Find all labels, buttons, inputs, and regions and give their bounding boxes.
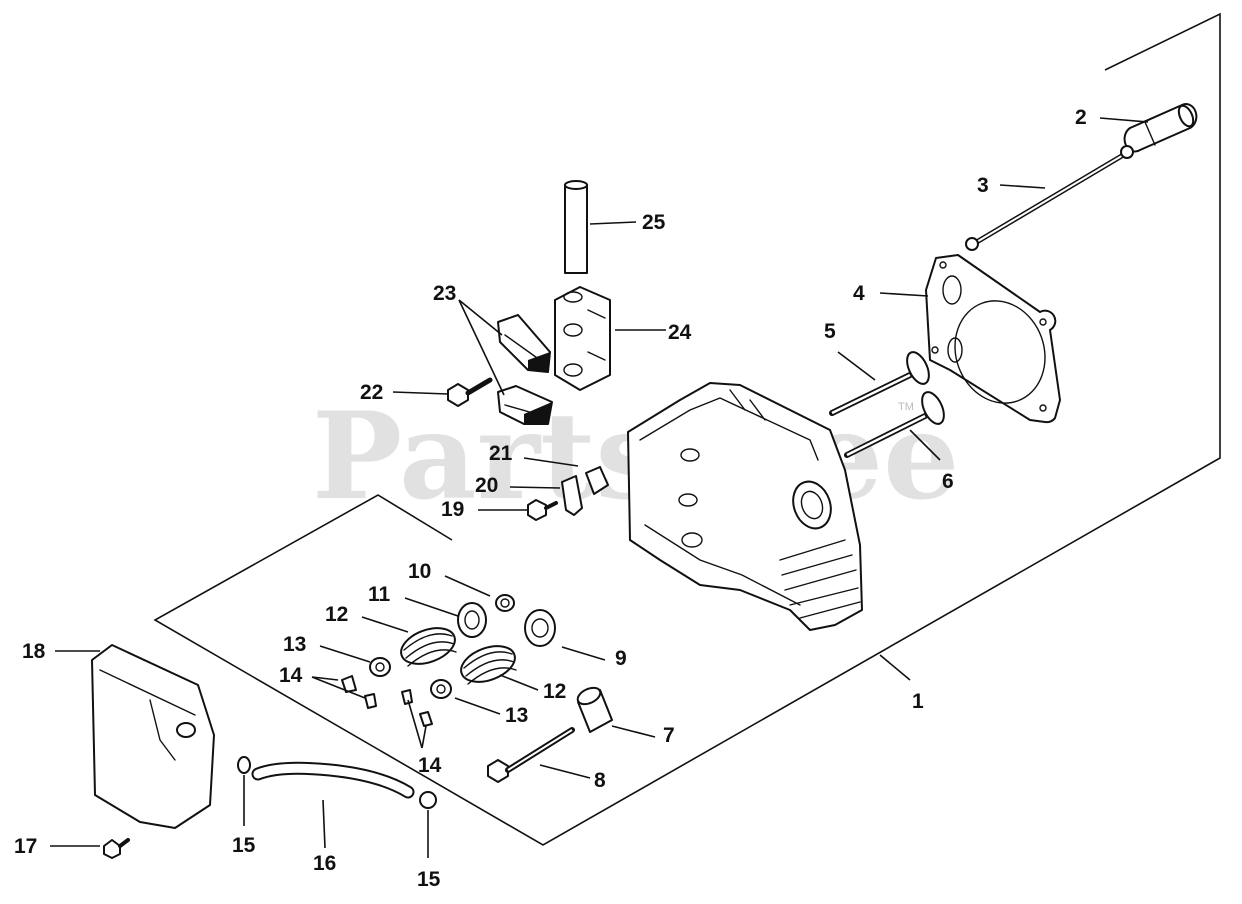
- part-7-bushing: [576, 686, 613, 733]
- part-17-screw: [103, 838, 130, 859]
- callout-18: 18: [22, 640, 46, 663]
- part-9-rotator: [524, 609, 556, 647]
- callout-8: 8: [594, 769, 606, 792]
- callout-14b: 14: [418, 754, 442, 777]
- part-23-rocker-arm-lower: [497, 385, 553, 425]
- callout-6: 6: [942, 470, 954, 493]
- part-24-bracket: [554, 286, 611, 391]
- callout-13b: 13: [505, 704, 528, 727]
- part-11-retainer: [457, 602, 487, 638]
- callout-16: 16: [313, 852, 336, 875]
- part-14-keeper-b: [364, 693, 377, 709]
- part-5-valve: [829, 351, 930, 416]
- callout-11: 11: [368, 583, 391, 606]
- callout-9: 9: [615, 647, 627, 670]
- callout-24: 24: [668, 321, 692, 344]
- part-20-clip: [561, 475, 583, 516]
- part-10-cap: [495, 594, 515, 612]
- part-21-plate: [585, 466, 609, 495]
- callout-20: 20: [475, 474, 498, 497]
- part-13-washer-lower: [430, 679, 452, 699]
- part-19-screw: [527, 499, 558, 521]
- part-15-clamp-left: [237, 756, 251, 774]
- assembly-frame: [153, 12, 1221, 846]
- callout-25: 25: [642, 211, 666, 234]
- callout-12b: 12: [543, 680, 566, 703]
- part-13-washer-upper: [369, 657, 391, 677]
- part-14-keeper-c: [401, 689, 413, 705]
- part-6-valve: [844, 391, 945, 458]
- part-16-hose: [251, 761, 415, 799]
- part-1-cylinder-head: [627, 382, 863, 631]
- callout-13a: 13: [283, 633, 306, 656]
- part-12-spring-lower: [460, 645, 517, 685]
- part-25-pin: [564, 180, 588, 274]
- part-12-spring-upper: [400, 627, 457, 667]
- part-2-sleeve: [1123, 103, 1198, 153]
- part-22-bolt: [447, 377, 493, 407]
- watermark-trademark: TM: [898, 401, 914, 413]
- callout-2: 2: [1075, 106, 1087, 129]
- part-3-push-rod: [965, 145, 1134, 251]
- callout-23: 23: [433, 282, 456, 305]
- part-4-gasket: [925, 254, 1061, 424]
- callout-labels: 1 2 3 4 5 6 7 8 9 10 11 12 12 13 13 14 1…: [14, 106, 1087, 891]
- callout-17: 17: [14, 835, 37, 858]
- callout-14a: 14: [279, 664, 303, 687]
- part-8-bolt: [487, 727, 575, 783]
- callout-19: 19: [441, 498, 464, 521]
- callout-7: 7: [663, 724, 675, 747]
- callout-10: 10: [408, 560, 431, 583]
- callout-15b: 15: [417, 868, 441, 891]
- callout-1: 1: [912, 690, 924, 713]
- part-15-clamp-right: [419, 791, 437, 809]
- callout-15a: 15: [232, 834, 256, 857]
- part-23-rocker-arm-upper: [497, 314, 551, 373]
- callout-21: 21: [489, 442, 513, 465]
- callout-5: 5: [824, 320, 836, 343]
- leader-lines: [50, 117, 1149, 858]
- part-14-keeper-d: [419, 711, 433, 727]
- part-18-valve-cover: [91, 644, 215, 829]
- callout-4: 4: [853, 282, 865, 305]
- part-14-keeper-a: [341, 675, 357, 693]
- callout-12a: 12: [325, 603, 348, 626]
- callout-22: 22: [360, 381, 383, 404]
- callout-3: 3: [977, 174, 989, 197]
